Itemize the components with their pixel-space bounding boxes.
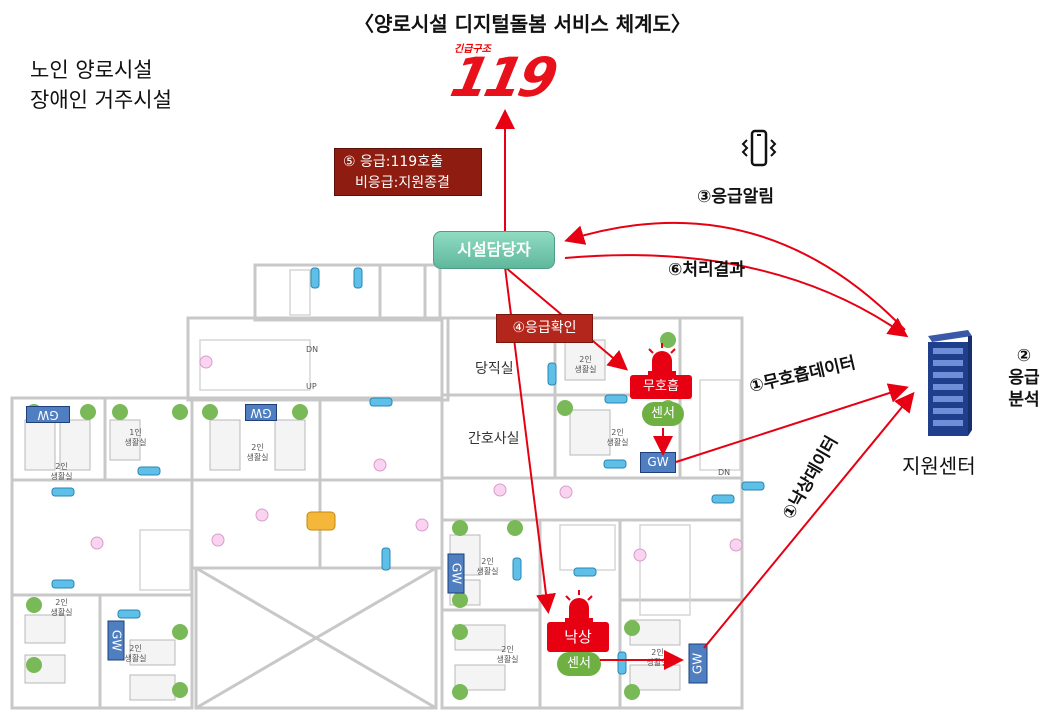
room-type: 생활실	[574, 365, 597, 374]
room-type: 생활실	[606, 438, 629, 447]
room-type: 생활실	[646, 658, 669, 667]
facility-type-elderly: 노인 양로시설	[30, 58, 153, 82]
diagram-title: 〈양로시설 디지털돌봄 서비스 체계도〉	[354, 12, 691, 36]
room-capacity: 2인	[501, 645, 514, 654]
no-breath-sensor-label: 무호흡	[630, 375, 692, 399]
step2-emergency-analysis: ② 응급 분석	[1008, 345, 1040, 411]
room-capacity: 2인	[611, 428, 624, 437]
room-type: 생활실	[124, 654, 147, 663]
room-type: 생활실	[50, 472, 73, 481]
siren-icon	[648, 343, 676, 375]
room-type: 생활실	[50, 608, 73, 617]
room-type: 생활실	[246, 453, 269, 462]
step2-line2: 분석	[1008, 390, 1040, 410]
facility-type-disabled: 장애인 거주시설	[30, 88, 172, 112]
step3-emergency-alert: ③응급알림	[697, 187, 774, 207]
room-capacity: 1인	[129, 428, 142, 437]
facility-types: 노인 양로시설 장애인 거주시설	[30, 55, 172, 115]
step5-non-emergency: 비응급:지원종결	[355, 175, 450, 191]
fall-sensor-pill: 센서	[557, 652, 601, 676]
arrow-emergency-alert	[564, 221, 906, 331]
room-capacity: 2인	[251, 443, 264, 452]
fall-sensor-label: 낙상	[547, 622, 609, 652]
room-capacity: 2인	[651, 648, 664, 657]
step5-emergency: ⑤ 응급:119호출	[343, 154, 443, 170]
arrow-no-breath-data	[675, 383, 909, 463]
step5-call-box: ⑤ 응급:119호출 비응급:지원종결	[334, 148, 482, 196]
step2-line1: 응급	[1008, 368, 1040, 388]
room-capacity: 2인	[129, 644, 142, 653]
step2-number: ②	[1016, 346, 1032, 366]
duty-room-label: 당직실	[475, 361, 514, 377]
room-capacity: 2인	[481, 557, 494, 566]
no-breath-sensor-pill: 센서	[642, 402, 684, 426]
emergency-119-logo: 긴급구조 119	[445, 40, 559, 110]
stair-up-label: UP	[306, 382, 317, 391]
logo-small-text: 긴급구조	[454, 44, 491, 55]
room-capacity: 2인	[55, 598, 68, 607]
nurse-room-label: 간호사실	[468, 431, 520, 447]
siren-icon	[565, 590, 593, 622]
step6-process-result: ⑥처리결과	[668, 260, 745, 280]
room-type: 생활실	[124, 438, 147, 447]
stair-dn-label: DN	[306, 345, 319, 354]
room-type: 생활실	[496, 655, 519, 664]
room-capacity: 2인	[55, 462, 68, 471]
stair-dn-label-east: DN	[718, 468, 731, 477]
step4-emergency-confirm: ④응급확인	[496, 314, 593, 343]
phone-vibrate-icon	[741, 129, 777, 167]
room-type: 생활실	[476, 567, 499, 576]
facility-manager-node: 시설담당자	[433, 231, 555, 269]
room-capacity: 2인	[579, 355, 592, 364]
arrow-process-result	[564, 254, 909, 338]
server-icon	[928, 330, 972, 436]
support-center-label: 지원센터	[902, 454, 976, 478]
arrow-fall-data	[703, 391, 915, 649]
